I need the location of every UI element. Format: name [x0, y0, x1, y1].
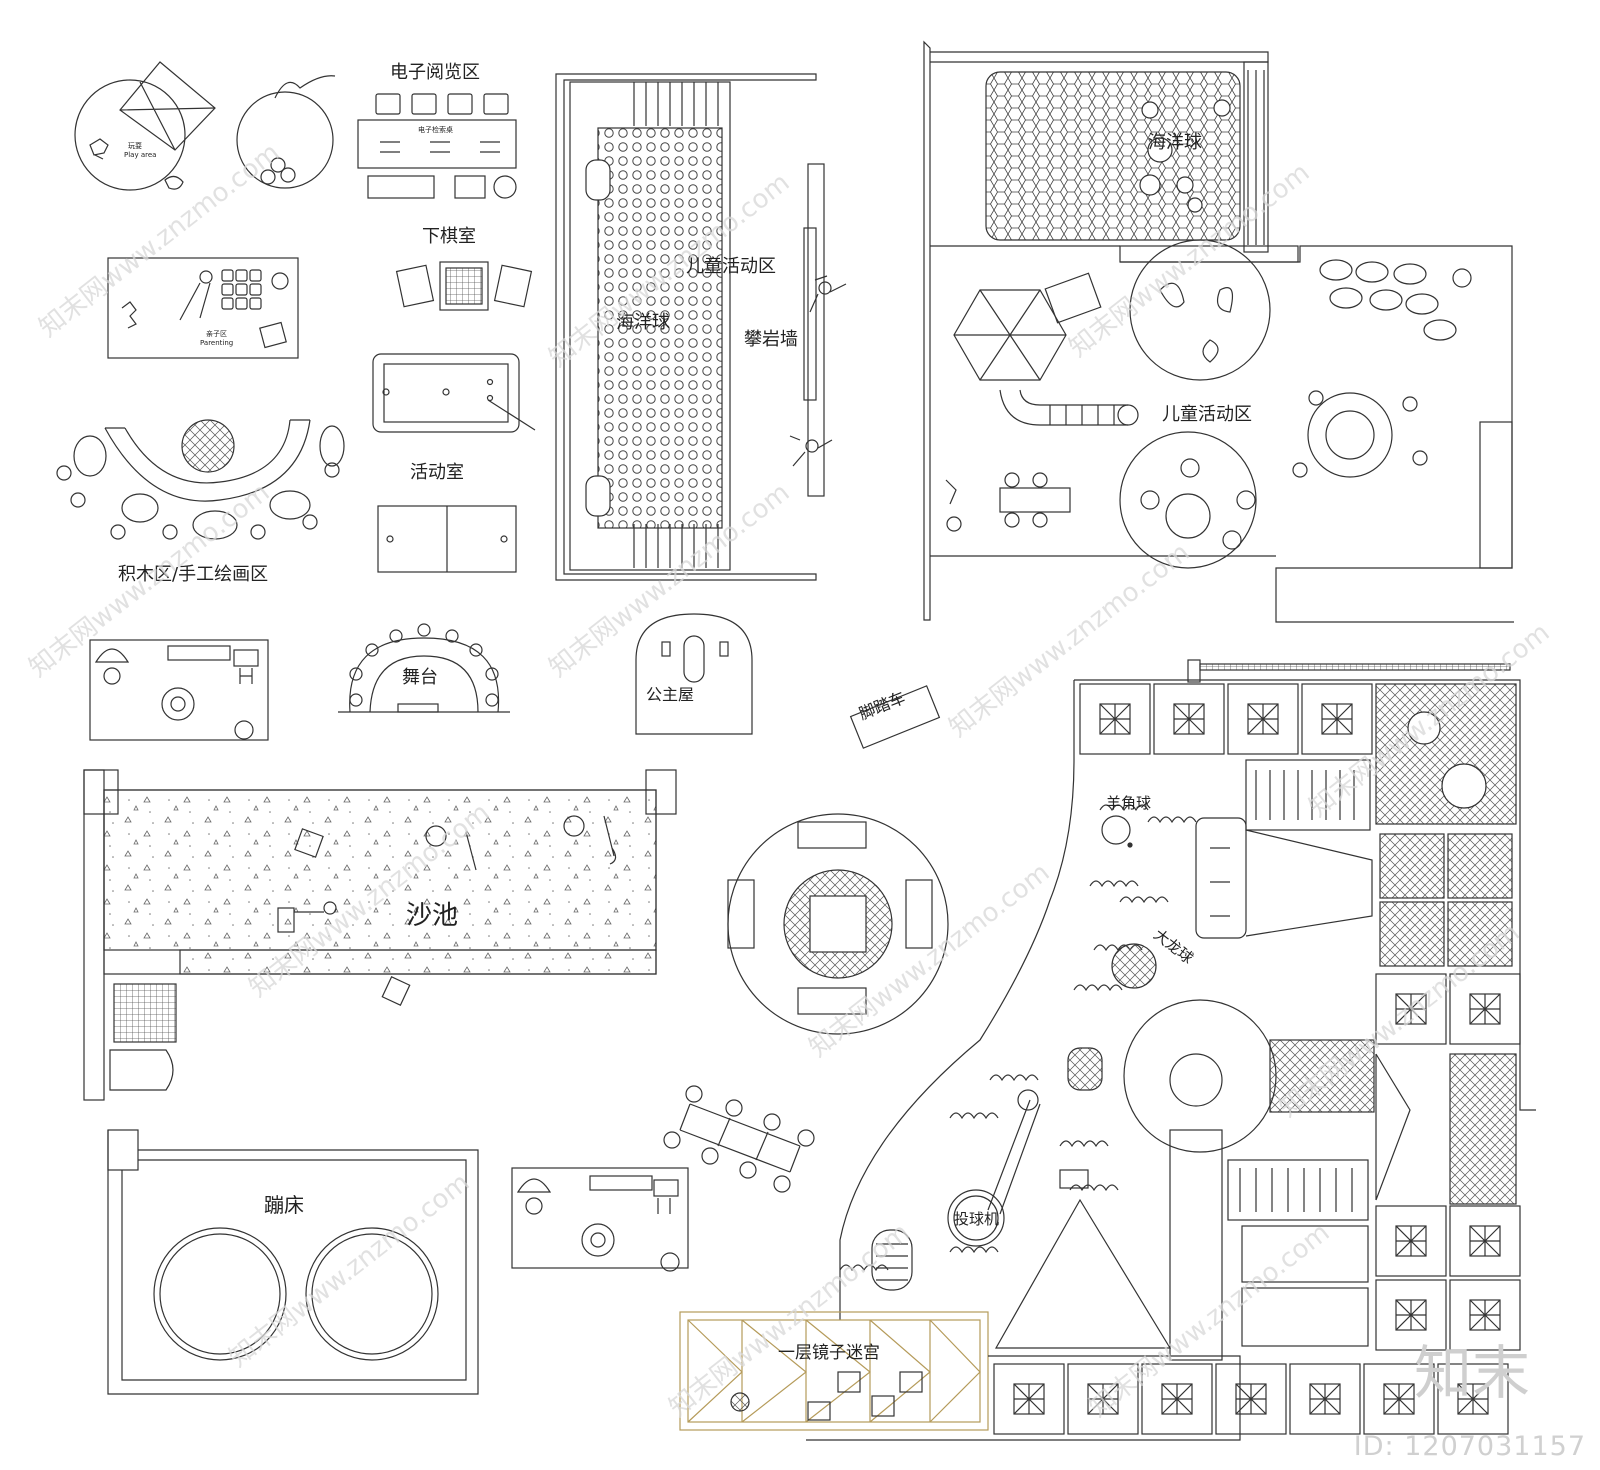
goat-ball-label: 羊角球 — [1106, 794, 1151, 812]
ocean-ball-left-label: 海洋球 — [616, 312, 670, 333]
pedal-car: 脚踏车 — [849, 685, 941, 749]
kids-activity-room-right: 海洋球 儿童活动区 — [923, 40, 1514, 623]
play-area-en-label: Play area — [124, 151, 156, 159]
chess-room: 下棋室 — [395, 226, 533, 311]
sand-pool: 沙池 — [83, 769, 677, 1101]
princess-house: 公主屋 — [635, 613, 753, 735]
reception-desk-bottom — [511, 1167, 689, 1272]
activity-room: 活动室 — [377, 462, 517, 573]
play-area-zone: 玩耍 Play area — [74, 61, 336, 191]
bench-group — [663, 1085, 815, 1193]
trampoline-label: 蹦床 — [264, 1193, 304, 1217]
kids-area-right-label: 儿童活动区 — [1162, 404, 1252, 425]
stage-label: 舞台 — [402, 667, 438, 688]
princess-house-label: 公主屋 — [646, 685, 694, 704]
e-reading-label: 电子阅览区 — [390, 62, 480, 83]
activity-room-label: 活动室 — [410, 462, 464, 483]
climbing-wall-label: 攀岩墙 — [744, 329, 798, 350]
ocean-ball-right-label: 海洋球 — [1148, 132, 1202, 153]
pedal-car-label: 脚踏车 — [856, 688, 908, 724]
chess-room-label: 下棋室 — [422, 226, 476, 247]
parenting-cn-label: 亲子区 — [206, 329, 227, 338]
trampoline-zone: 蹦床 — [107, 1129, 479, 1395]
parenting-en-label: Parenting — [200, 339, 233, 347]
parenting-zone: 亲子区 Parenting — [107, 257, 299, 359]
play-area-cn-label: 玩耍 — [128, 142, 142, 150]
blocks-drawing-zone: 积木区/手工绘画区 — [56, 419, 345, 585]
billiard-table — [372, 353, 536, 433]
stage: 舞台 — [338, 623, 510, 713]
big-ball-label: 大龙球 — [1150, 925, 1197, 967]
reception-desk-left — [89, 639, 269, 741]
image-id-text: ID: 1207031157 — [1353, 1431, 1586, 1462]
round-lounge — [727, 813, 949, 1035]
e-reading-zone: 电子阅览区 电子检索桌 — [357, 62, 517, 199]
e-search-desk-label: 电子检索桌 — [418, 125, 453, 134]
sand-pool-label: 沙池 — [406, 901, 458, 931]
mirror-maze-label: 一层镜子迷宫 — [778, 1343, 880, 1363]
climbing-wall: 攀岩墙 — [744, 163, 847, 497]
blocks-area-label: 积木区/手工绘画区 — [118, 564, 268, 585]
ocean-ball-room-left: 海洋球 儿童活动区 — [555, 73, 817, 581]
throw-machine-label: 投球机 — [954, 1210, 999, 1228]
kids-area-left-label: 儿童活动区 — [686, 256, 776, 277]
brand-watermark: 知末 — [1413, 1339, 1530, 1407]
